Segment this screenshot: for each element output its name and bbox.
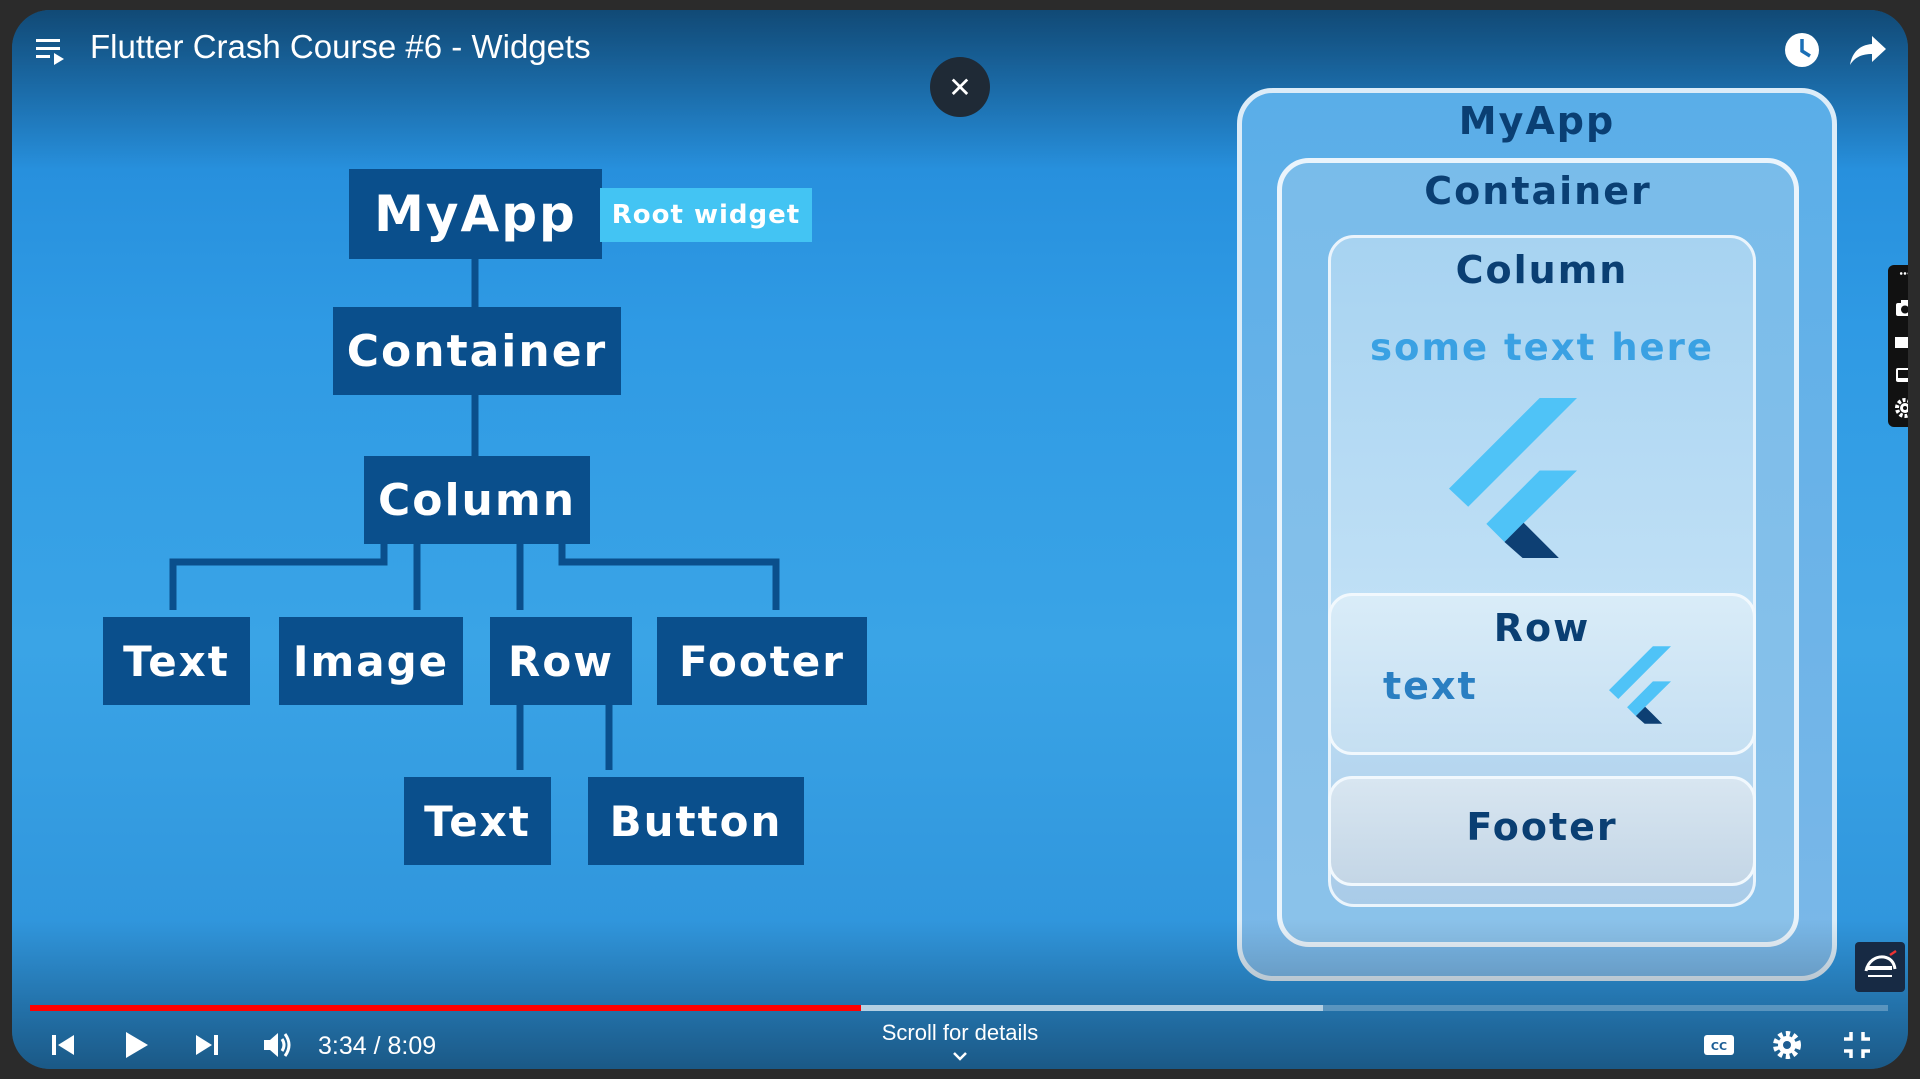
captions-icon[interactable]: CC xyxy=(1700,1026,1738,1064)
share-icon[interactable] xyxy=(1848,32,1888,68)
tree-node-container: Container xyxy=(333,307,621,395)
play-icon[interactable] xyxy=(116,1026,154,1064)
mockup-myapp-label: MyApp xyxy=(1458,99,1616,143)
mockup-row-label: Row xyxy=(1493,606,1591,650)
channel-watermark-logo[interactable] xyxy=(1855,942,1905,992)
video-player[interactable]: Flutter Crash Course #6 - Widgets ✕ MyAp… xyxy=(12,10,1908,1069)
video-title[interactable]: Flutter Crash Course #6 - Widgets xyxy=(90,28,591,65)
player-top-bar: Flutter Crash Course #6 - Widgets xyxy=(12,10,1908,110)
tree-node-column: Column xyxy=(364,456,590,544)
tree-node-myapp: MyApp xyxy=(349,169,602,259)
tree-node-footer: Footer xyxy=(657,617,867,705)
exit-fullscreen-icon[interactable] xyxy=(1838,1026,1876,1064)
flutter-logo-small-icon xyxy=(1609,646,1671,724)
svg-text:CC: CC xyxy=(1711,1040,1727,1053)
ninja-logo-icon xyxy=(1864,949,1897,977)
watch-later-icon[interactable] xyxy=(1782,30,1822,70)
next-icon[interactable] xyxy=(188,1026,226,1064)
more-icon[interactable] xyxy=(1894,269,1908,283)
close-icon: ✕ xyxy=(948,70,972,104)
player-controls: 3:34 / 8:09 Scroll for details CC xyxy=(12,1020,1908,1069)
mockup-column-text: some text here xyxy=(1370,326,1714,369)
previous-icon[interactable] xyxy=(44,1026,82,1064)
flutter-logo-icon xyxy=(1449,398,1577,558)
root-widget-tag: Root widget xyxy=(600,188,812,242)
mockup-container-label: Container xyxy=(1424,169,1652,213)
scroll-for-details[interactable]: Scroll for details xyxy=(881,1020,1039,1045)
playlist-icon[interactable] xyxy=(34,32,70,68)
camera-icon[interactable] xyxy=(1894,297,1908,319)
tree-node-row: Row xyxy=(490,617,632,705)
extension-toolbar xyxy=(1888,265,1908,427)
mockup-footer-label: Footer xyxy=(1466,805,1618,849)
mockup-row-frame: Row text xyxy=(1328,593,1756,755)
gear-icon[interactable] xyxy=(1894,397,1908,419)
progress-bar[interactable] xyxy=(30,1005,1888,1011)
tree-node-image: Image xyxy=(279,617,463,705)
tree-node-button: Button xyxy=(588,777,804,865)
mockup-row-text: text xyxy=(1383,664,1478,708)
volume-icon[interactable] xyxy=(258,1026,296,1064)
screen-icon[interactable] xyxy=(1894,364,1908,386)
close-button[interactable]: ✕ xyxy=(930,57,990,117)
tree-node-row-text: Text xyxy=(404,777,551,865)
progress-played xyxy=(30,1005,861,1011)
chevron-down-icon[interactable] xyxy=(952,1050,968,1062)
tree-node-text: Text xyxy=(103,617,250,705)
mockup-column-label: Column xyxy=(1455,248,1629,292)
time-display: 3:34 / 8:09 xyxy=(318,1032,437,1060)
mockup-footer-frame: Footer xyxy=(1328,776,1756,886)
tree-connectors xyxy=(169,250,780,770)
settings-icon[interactable] xyxy=(1768,1026,1806,1064)
video-camera-icon[interactable] xyxy=(1894,331,1908,353)
